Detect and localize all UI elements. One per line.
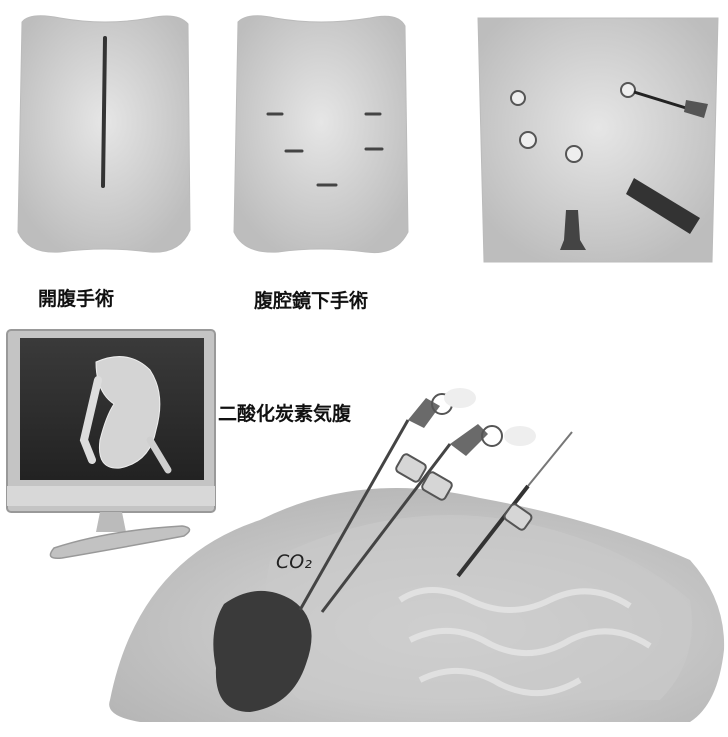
torso-laparoscopic: [234, 16, 408, 253]
insufflated-abdomen: [109, 488, 724, 722]
midline-incision: [103, 38, 105, 186]
torso-open-surgery: [18, 16, 190, 252]
label-laparoscopic-surgery: 腹腔鏡下手術: [254, 286, 368, 313]
torso-with-trocars: [478, 18, 718, 262]
monitor-neck: [96, 512, 126, 532]
monitor: [7, 330, 215, 558]
label-co2-pneumoperitoneum: 二酸化炭素気腹: [218, 399, 351, 426]
label-open-surgery: 開腹手術: [38, 284, 114, 311]
label-co2: CO₂: [276, 551, 312, 573]
